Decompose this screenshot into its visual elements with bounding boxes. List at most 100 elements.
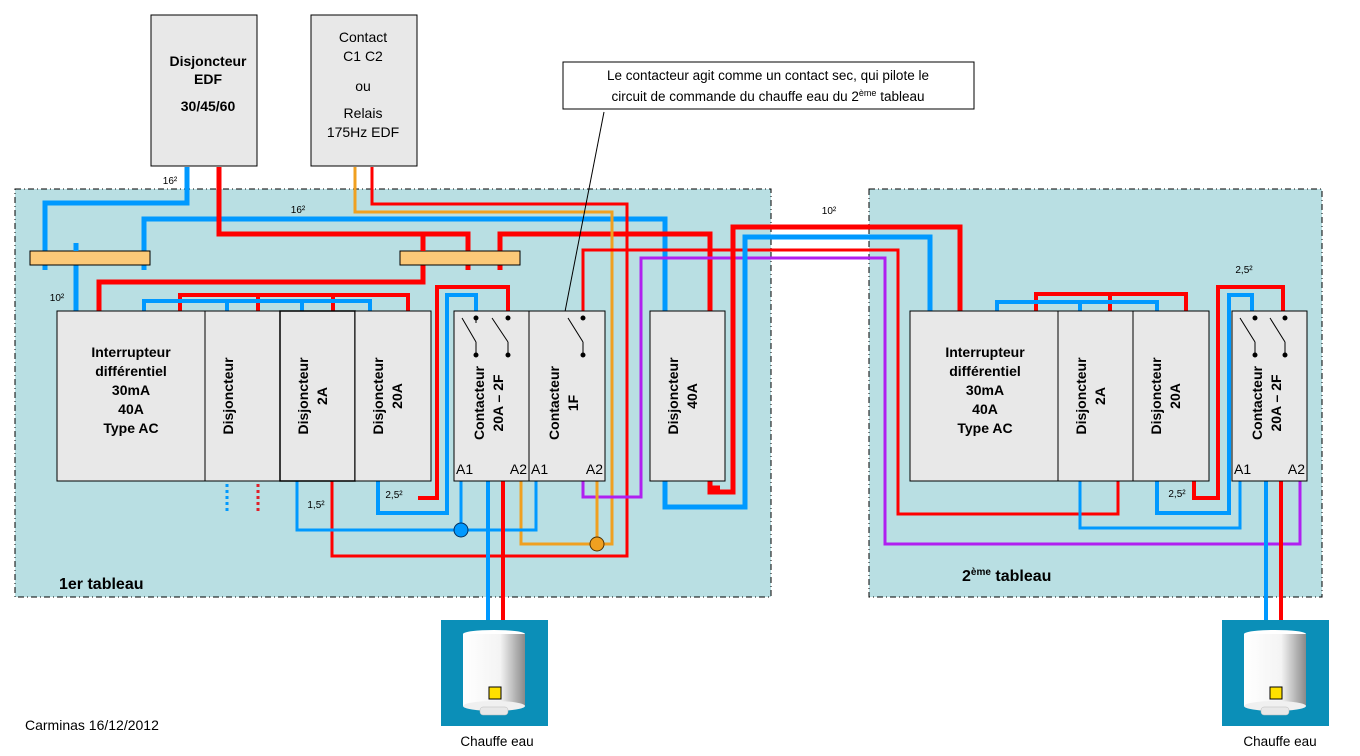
- contactor-1f-a1: A1: [531, 461, 548, 477]
- rcd2-line4: 40A: [972, 401, 998, 417]
- breaker-2a-module-p1: [279, 310, 356, 482]
- wire-label-16-main: 16²: [291, 205, 306, 216]
- rcd-line4: 40A: [118, 401, 144, 417]
- wire-control-red: [330, 167, 629, 558]
- contact-line1: Contact: [339, 29, 387, 45]
- rcd2-line1: Interrupteur: [945, 344, 1025, 360]
- contact-line2: C1 C2: [343, 48, 383, 64]
- contactor-1f-line2: 1F: [565, 394, 581, 411]
- wire-40a-phase: [707, 224, 963, 495]
- rcd-module-p1: [56, 310, 206, 482]
- contactor-2f-line2: 20A – 2F: [490, 374, 506, 432]
- wire-label-2-5-p2-top: 2,5²: [1235, 265, 1253, 276]
- contact-line3: ou: [355, 78, 371, 94]
- breaker-label: Disjoncteur: [220, 357, 236, 435]
- callout-line1: Le contacteur agit comme un contact sec,…: [607, 68, 929, 83]
- rcd2-line2: différentiel: [949, 363, 1021, 379]
- author-credit: Carminas 16/12/2012: [25, 717, 159, 733]
- water-heater-2-label: Chauffe eau: [1243, 734, 1316, 749]
- wire-pilot-purple: [581, 256, 1302, 546]
- breaker-20a-module-p1: [354, 310, 432, 482]
- panel-1-title: 1er tableau: [59, 576, 143, 593]
- breaker-2a-module-p2: [1057, 310, 1134, 482]
- heater-indicator-icon: [1269, 686, 1283, 700]
- wire-p2-contactor-neutral: [1155, 293, 1254, 515]
- contact-relay-box: [310, 14, 418, 167]
- rcd2-line3: 30mA: [966, 382, 1004, 398]
- wire-control-a2: [519, 480, 599, 546]
- breaker-20a-line2: 20A: [389, 383, 405, 409]
- rcd-line2: différentiel: [95, 363, 167, 379]
- edf-breaker-box: [150, 14, 258, 167]
- bus-bar-phase: [399, 250, 521, 266]
- contactor-2f-line1: Contacteur: [471, 366, 487, 440]
- wire-comb-phase: [178, 293, 410, 312]
- panel-1-modules: Interrupteur différentiel 30mA 40A Type …: [56, 310, 726, 482]
- wire-label-2-5-p2: 2,5²: [1168, 489, 1186, 500]
- contactor-1f-module-p1: [528, 310, 606, 482]
- rcd-line5: Type AC: [103, 420, 158, 436]
- contactor-2f-module-p2: [1231, 310, 1308, 482]
- breaker2-20a-line2: 20A: [1167, 383, 1183, 409]
- contactor2-a2: A2: [1288, 461, 1305, 477]
- wire-neutral-16: [141, 216, 668, 312]
- water-heater-1: [441, 620, 548, 726]
- panel-2-modules: Interrupteur différentiel 30mA 40A Type …: [909, 310, 1308, 482]
- edf-breaker-rating: 30/45/60: [181, 98, 236, 114]
- breaker-20a-module-p2: [1132, 310, 1210, 482]
- wire-40a-neutral: [662, 234, 933, 510]
- wire-label-1-5: 1,5²: [307, 500, 325, 511]
- breaker-40a-module-p1: [649, 310, 726, 482]
- wire-comb-neutral: [142, 299, 372, 312]
- contactor2-a1: A1: [1234, 461, 1251, 477]
- panel-2-title: 2ème tableau: [962, 567, 1051, 585]
- callout-box: [562, 61, 975, 110]
- contact-line5: 175Hz EDF: [327, 124, 399, 140]
- breaker2-2a-line1: Disjoncteur: [1073, 357, 1089, 435]
- breaker-40a-line1: Disjoncteur: [665, 357, 681, 435]
- switch-contacts-icon: [1239, 315, 1288, 358]
- wire-p2-comb-neutral: [995, 300, 1159, 312]
- junction-neutral: [453, 522, 469, 538]
- breaker-20a-line1: Disjoncteur: [370, 357, 386, 435]
- breaker2-2a-line2: 2A: [1092, 387, 1108, 405]
- edf-breaker-line1: Disjoncteur: [169, 53, 247, 69]
- switch-contacts-icon: [461, 315, 511, 358]
- wire-label-10-link: 10²: [822, 206, 837, 217]
- wire-p2-a1: [1078, 480, 1242, 530]
- heater-indicator-icon: [488, 686, 502, 700]
- breaker-module-p1: [204, 310, 281, 482]
- wire-neutral-edf: [42, 167, 190, 270]
- contactor2-line2: 20A – 2F: [1268, 374, 1284, 432]
- edf-breaker-line2: EDF: [194, 71, 222, 87]
- contactor-1f-a2: A2: [586, 461, 603, 477]
- wire-a1-neutral: [295, 480, 538, 532]
- callout-line2: circuit de commande du chauffe eau du 2è…: [612, 88, 925, 104]
- water-heater-1-label: Chauffe eau: [460, 734, 533, 749]
- wire-contactor-neutral-feed: [376, 293, 478, 515]
- breaker-2a-line2: 2A: [314, 387, 330, 405]
- rcd-line1: Interrupteur: [91, 344, 171, 360]
- wire-p2-contactor-phase: [1192, 285, 1285, 500]
- breaker2-20a-line1: Disjoncteur: [1148, 357, 1164, 435]
- wire-label-2-5-p1: 2,5²: [385, 490, 403, 501]
- contactor2-line1: Contacteur: [1249, 366, 1265, 440]
- wire-label-16-edf: 16²: [163, 176, 178, 187]
- switch-contact-icon: [567, 315, 586, 358]
- breaker-40a-line2: 40A: [684, 383, 700, 409]
- wire-control-orange: [353, 167, 614, 546]
- wire-1f-phase: [581, 248, 780, 312]
- wire-phase-main: [497, 231, 720, 491]
- wire-link-phase-thin: [780, 248, 1120, 516]
- contact-line4: Relais: [344, 105, 383, 121]
- wire-contactor-phase-feed: [418, 285, 510, 500]
- breaker-2a-line1: Disjoncteur: [295, 357, 311, 435]
- callout-arrow: [561, 111, 605, 328]
- contactor-2f-a2: A2: [510, 461, 527, 477]
- rcd2-line5: Type AC: [957, 420, 1012, 436]
- junction-control: [589, 536, 605, 552]
- rcd-line3: 30mA: [112, 382, 150, 398]
- wire-label-10: 10²: [50, 293, 65, 304]
- contactor-1f-line1: Contacteur: [546, 366, 562, 440]
